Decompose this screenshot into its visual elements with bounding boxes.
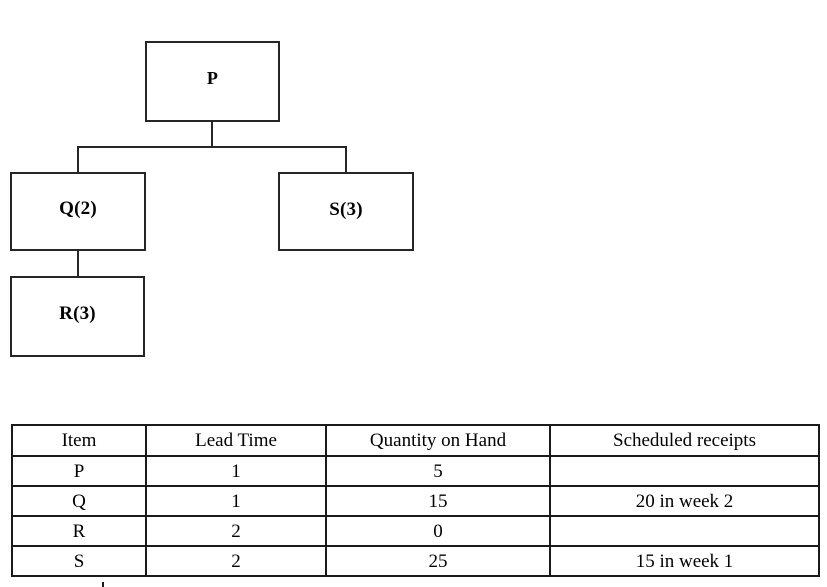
- connector-p-stem: [211, 121, 213, 148]
- column-header-scheduled-receipts: Scheduled receipts: [549, 424, 820, 457]
- bom-node-p-label: P: [206, 68, 219, 88]
- cell-lead-time: 2: [145, 545, 327, 577]
- cell-scheduled-receipts: [549, 515, 820, 547]
- cell-scheduled-receipts: 15 in week 1: [549, 545, 820, 577]
- cell-item: R: [11, 515, 147, 547]
- bom-node-p: P: [145, 41, 280, 122]
- cell-item: Q: [11, 485, 147, 517]
- table-row: R 2 0: [11, 515, 820, 547]
- cell-quantity-on-hand: 25: [325, 545, 551, 577]
- connector-p-to-s: [345, 146, 347, 173]
- cell-lead-time: 1: [145, 455, 327, 487]
- table-row: P 1 5: [11, 455, 820, 487]
- cell-lead-time: 1: [145, 485, 327, 517]
- table-row: S 2 25 15 in week 1: [11, 545, 820, 577]
- connector-q-to-r: [77, 250, 79, 277]
- table-row: Q 1 15 20 in week 2: [11, 485, 820, 517]
- bom-node-q-label: Q(2): [59, 198, 97, 219]
- cell-lead-time: 2: [145, 515, 327, 547]
- bom-node-r-label: R(3): [59, 303, 96, 324]
- column-header-quantity-on-hand: Quantity on Hand: [325, 424, 551, 457]
- connector-p-to-q: [77, 146, 79, 173]
- cell-scheduled-receipts: 20 in week 2: [549, 485, 820, 517]
- inventory-table-container: Item Lead Time Quantity on Hand Schedule…: [11, 424, 820, 577]
- cell-quantity-on-hand: 0: [325, 515, 551, 547]
- bom-node-q: Q(2): [10, 172, 146, 251]
- bom-node-s: S(3): [278, 172, 414, 251]
- bom-tree-diagram: P Q(2) S(3) R(3): [10, 41, 414, 357]
- cell-scheduled-receipts: [549, 455, 820, 487]
- column-header-item: Item: [11, 424, 147, 457]
- table-edge-artifact-mark: [102, 582, 104, 587]
- cell-quantity-on-hand: 15: [325, 485, 551, 517]
- inventory-table: Item Lead Time Quantity on Hand Schedule…: [11, 424, 820, 577]
- bom-node-r: R(3): [10, 276, 145, 357]
- table-header-row: Item Lead Time Quantity on Hand Schedule…: [11, 424, 820, 457]
- bom-node-s-label: S(3): [329, 199, 363, 220]
- connector-horizontal-bus: [77, 146, 347, 148]
- cell-item: S: [11, 545, 147, 577]
- column-header-lead-time: Lead Time: [145, 424, 327, 457]
- cell-quantity-on-hand: 5: [325, 455, 551, 487]
- cell-item: P: [11, 455, 147, 487]
